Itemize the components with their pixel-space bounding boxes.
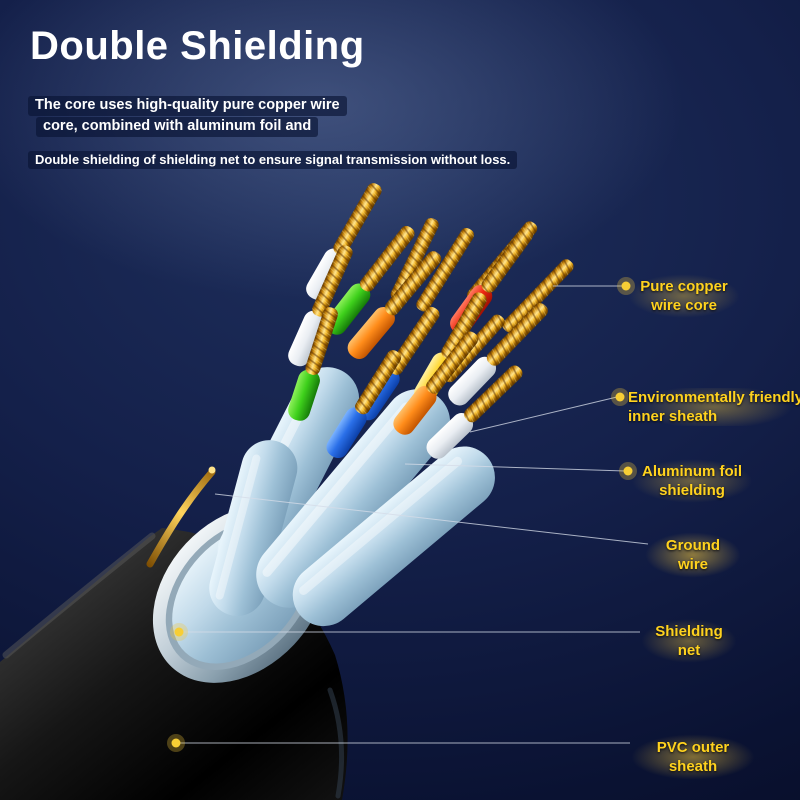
callout-label-line: Ground xyxy=(665,537,721,554)
callout-label-line: inner sheath xyxy=(628,408,718,425)
callout-pure-copper-wire-core: Pure copper wire core xyxy=(610,267,758,325)
callout-label-line: shielding xyxy=(659,482,725,499)
callout-inner-sheath: Environmentally friendly inner sheath xyxy=(628,388,800,426)
callout-leaders xyxy=(179,285,649,744)
callout-aluminum-foil-shielding: Aluminum foil shielding xyxy=(612,452,772,510)
callout-label-line: Shielding xyxy=(655,623,723,640)
description-line-1: The core uses high-quality pure copper w… xyxy=(28,96,517,116)
callout-label-line: PVC outer xyxy=(656,739,730,756)
callout-shielding-net: Shielding net xyxy=(626,612,752,670)
callout-dots xyxy=(167,277,637,752)
callout-label-line: sheath xyxy=(668,758,718,775)
inner-sheath-bundles-graphic xyxy=(209,367,495,627)
callout-label-line: wire core xyxy=(651,297,717,314)
page-title: Double Shielding xyxy=(30,24,365,68)
callout-label-line: Environmentally friendly xyxy=(628,389,800,406)
callout-label-line: Aluminum foil xyxy=(642,463,742,480)
ground-wire-graphic xyxy=(146,466,216,568)
description-line-3: Double shielding of shielding net to ens… xyxy=(28,151,518,169)
callout-pvc-outer-sheath: PVC outer sheath xyxy=(614,728,772,786)
insulated-wires-graphic xyxy=(288,183,548,459)
callout-label-line: net xyxy=(677,642,701,659)
description-block: The core uses high-quality pure copper w… xyxy=(28,96,518,169)
description-line-2: core, combined with aluminum foil and xyxy=(36,117,517,137)
callout-label-line: Pure copper xyxy=(640,278,728,295)
callout-ground-wire: Ground wire xyxy=(632,526,754,584)
callout-label-line: wire xyxy=(677,556,708,573)
